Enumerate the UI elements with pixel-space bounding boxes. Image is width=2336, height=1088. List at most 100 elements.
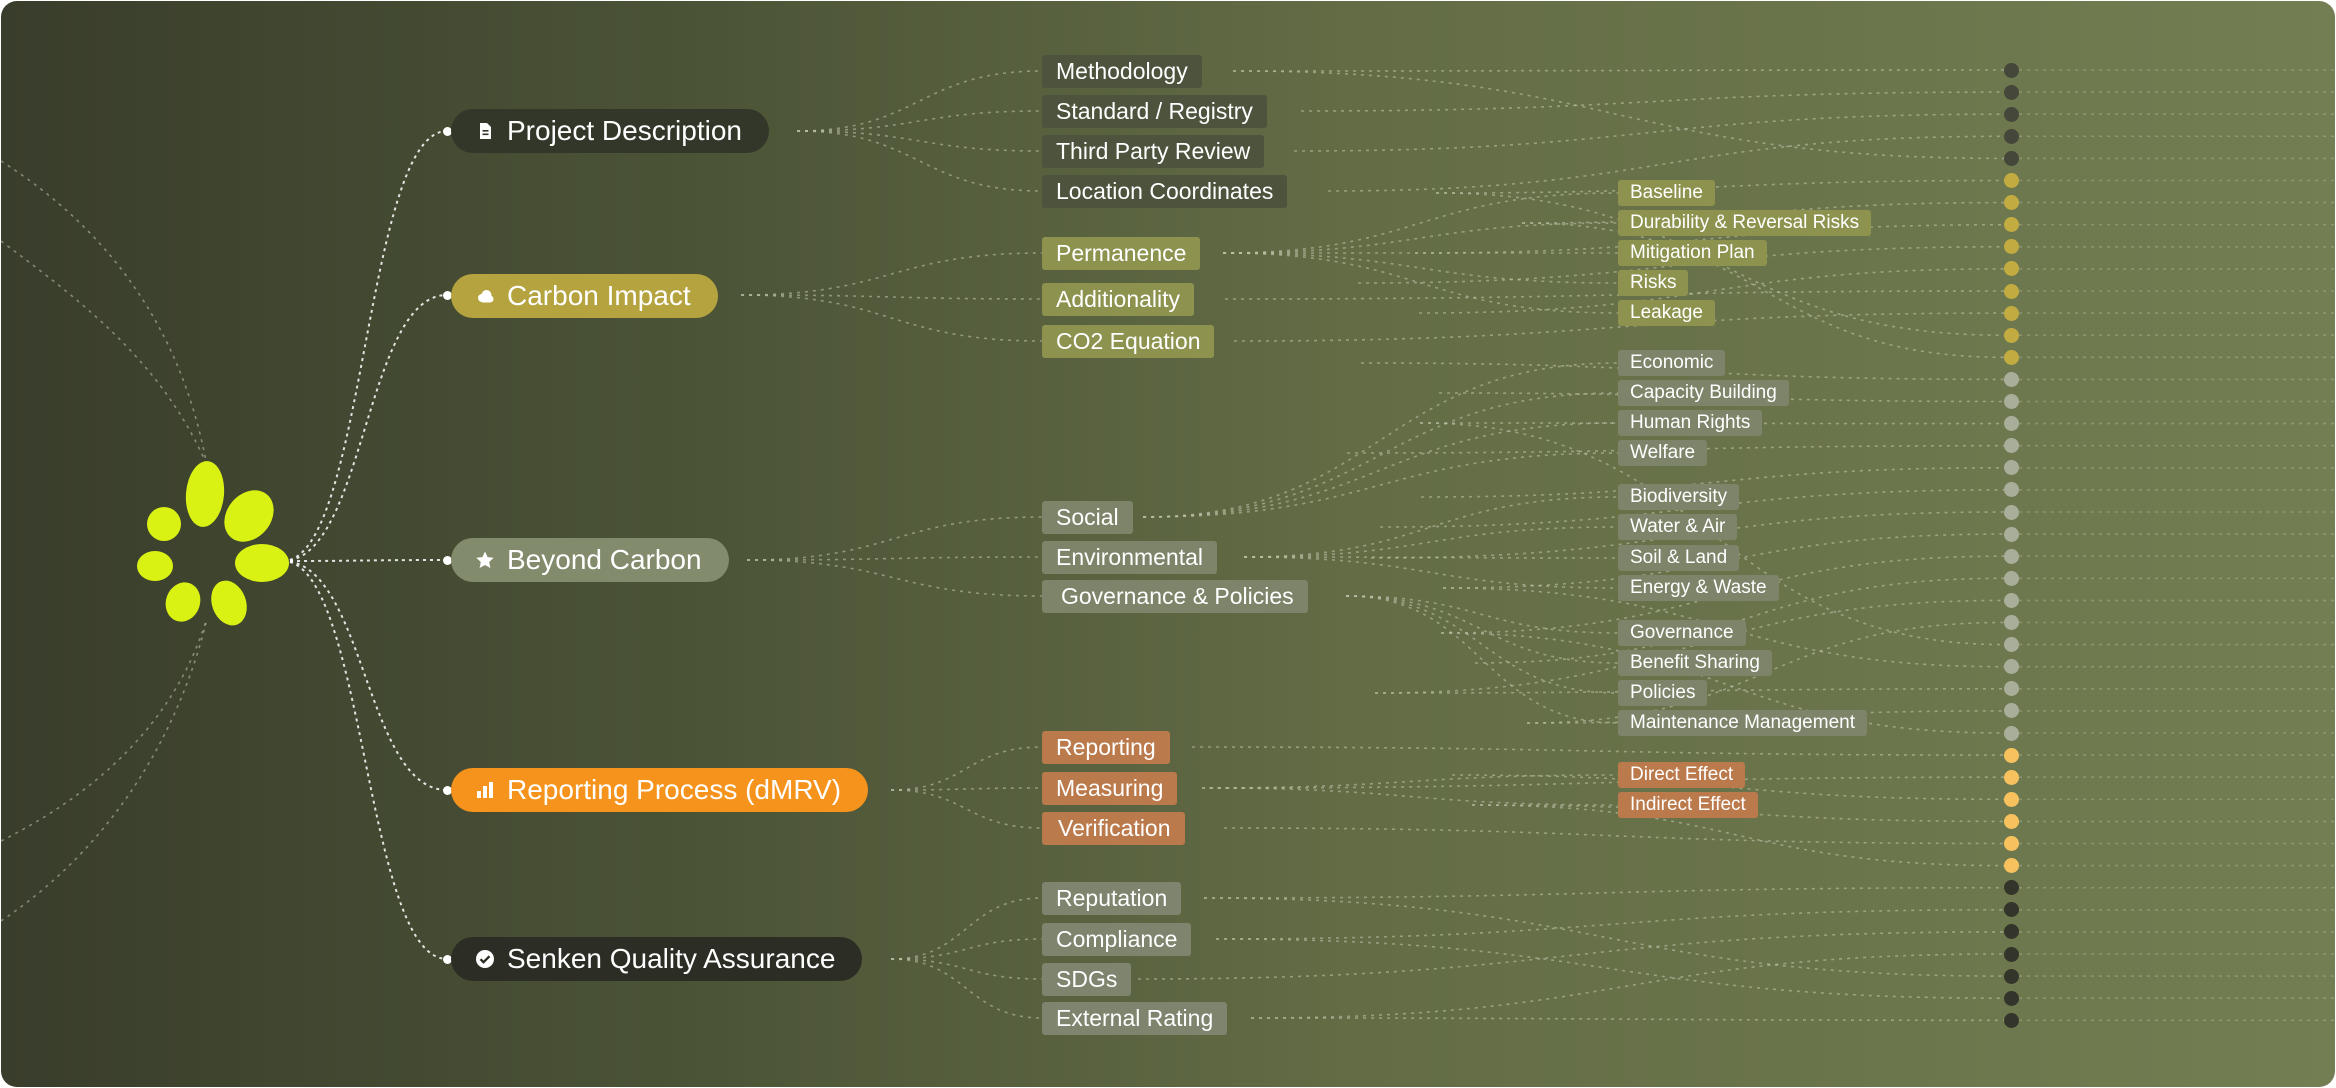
sub-item-methodology[interactable]: Methodology xyxy=(1042,55,1202,88)
end-dot xyxy=(2004,128,2019,144)
end-dot xyxy=(2004,1012,2019,1028)
leaf-item-durability-reversal-risks[interactable]: Durability & Reversal Risks xyxy=(1618,210,1872,236)
connector-line xyxy=(796,110,1043,132)
connector-line xyxy=(282,560,448,960)
sub-item-third-party-review[interactable]: Third Party Review xyxy=(1042,135,1265,168)
leaf-item-biodiversity[interactable]: Biodiversity xyxy=(1618,484,1740,510)
end-dot xyxy=(2004,968,2019,984)
leaf-item-governance[interactable]: Governance xyxy=(1618,620,1746,646)
connector-line xyxy=(1232,70,2005,160)
node-dot xyxy=(443,955,452,964)
sub-item-reputation[interactable]: Reputation xyxy=(1042,882,1182,915)
end-dot xyxy=(2004,84,2019,100)
category-carbon-impact[interactable]: Carbon Impact xyxy=(451,274,718,318)
sub-item-location-coordinates[interactable]: Location Coordinates xyxy=(1042,175,1288,208)
sub-item-social[interactable]: Social xyxy=(1042,501,1133,534)
end-dot xyxy=(2004,239,2019,255)
connector-line xyxy=(282,559,448,562)
sub-item-compliance[interactable]: Compliance xyxy=(1042,923,1192,956)
connector-line xyxy=(1233,312,2005,342)
leaf-item-economic[interactable]: Economic xyxy=(1618,350,1726,376)
leaf-item-human-rights[interactable]: Human Rights xyxy=(1618,410,1763,436)
category-senken-quality-assurance[interactable]: Senken Quality Assurance xyxy=(451,937,863,981)
leaf-item-baseline[interactable]: Baseline xyxy=(1618,180,1715,206)
connector-line xyxy=(1224,290,2005,300)
leaf-item-mitigation-plan[interactable]: Mitigation Plan xyxy=(1618,240,1767,266)
end-dot xyxy=(2004,150,2019,166)
end-dot xyxy=(2004,371,2019,387)
connector-line xyxy=(1474,577,2005,664)
sub-item-additionality[interactable]: Additionality xyxy=(1042,283,1195,316)
end-dot xyxy=(2004,880,2019,896)
connector-line xyxy=(740,294,1043,300)
end-dot xyxy=(2004,526,2019,542)
sub-item-verification[interactable]: Verification xyxy=(1042,812,1185,845)
connector-line xyxy=(1300,91,2005,112)
sub-item-permanence[interactable]: Permanence xyxy=(1042,237,1201,270)
end-dot xyxy=(2004,173,2019,188)
end-dot xyxy=(2004,482,2019,498)
connector-line xyxy=(1142,452,1619,518)
sub-item-reporting[interactable]: Reporting xyxy=(1042,731,1170,764)
end-dot xyxy=(2004,813,2019,829)
connector-line xyxy=(1222,192,1619,254)
leaf-item-direct-effect[interactable]: Direct Effect xyxy=(1618,762,1746,788)
connector-line xyxy=(1201,787,1619,806)
connector-line xyxy=(796,70,1043,132)
connector-line xyxy=(1222,252,1619,284)
connector-line xyxy=(1137,931,2005,980)
leaf-item-capacity-building[interactable]: Capacity Building xyxy=(1618,380,1789,406)
category-label: Reporting Process (dMRV) xyxy=(507,774,842,805)
connector-line xyxy=(1345,595,1619,694)
sub-item-co2-equation[interactable]: CO2 Equation xyxy=(1042,325,1215,358)
check-circle-icon xyxy=(475,949,495,969)
category-label: Senken Quality Assurance xyxy=(507,943,836,974)
end-dot xyxy=(2004,946,2019,962)
connector-line xyxy=(890,958,1043,980)
connector-line xyxy=(1345,595,1619,664)
sub-item-measuring[interactable]: Measuring xyxy=(1042,772,1178,805)
connector-line xyxy=(796,130,1043,152)
connector-line xyxy=(1203,897,2005,977)
sub-item-governance-policies[interactable]: Governance & Policies xyxy=(1042,580,1308,613)
end-dot xyxy=(2004,460,2019,476)
connector-line xyxy=(1420,467,2005,498)
leaf-item-risks[interactable]: Risks xyxy=(1618,270,1689,296)
leaf-item-leakage[interactable]: Leakage xyxy=(1618,300,1715,326)
end-dot xyxy=(2004,747,2019,763)
senken-logo-icon xyxy=(137,461,289,626)
connector-line xyxy=(1,160,207,462)
connector-line xyxy=(1419,422,2005,425)
connector-line xyxy=(746,556,1043,561)
connector-line xyxy=(1,240,207,464)
connector-line xyxy=(796,130,1043,192)
leaf-item-energy-waste[interactable]: Energy & Waste xyxy=(1618,575,1779,601)
end-dot xyxy=(2004,836,2019,851)
connector-line xyxy=(1243,526,1619,558)
end-dot xyxy=(2004,791,2019,807)
bar-chart-icon xyxy=(475,780,495,800)
category-beyond-carbon[interactable]: Beyond Carbon xyxy=(451,538,729,582)
sub-item-external-rating[interactable]: External Rating xyxy=(1042,1002,1228,1035)
end-dot xyxy=(2004,394,2019,409)
sub-item-standard-registry[interactable]: Standard / Registry xyxy=(1042,95,1267,128)
sub-item-environmental[interactable]: Environmental xyxy=(1042,541,1218,574)
connector-line xyxy=(1327,135,2005,192)
end-dot xyxy=(2004,990,2019,1006)
leaf-item-maintenance-management[interactable]: Maintenance Management xyxy=(1618,710,1867,736)
leaf-item-benefit-sharing[interactable]: Benefit Sharing xyxy=(1618,650,1772,676)
leaf-item-soil-land[interactable]: Soil & Land xyxy=(1618,545,1740,571)
leaf-item-welfare[interactable]: Welfare xyxy=(1618,440,1708,466)
end-dot xyxy=(2004,327,2019,343)
leaf-item-water-air[interactable]: Water & Air xyxy=(1618,514,1738,540)
category-project-description[interactable]: Project Description xyxy=(451,109,769,153)
sub-item-sdgs[interactable]: SDGs xyxy=(1042,963,1132,996)
end-dot xyxy=(2004,305,2019,321)
category-reporting-process[interactable]: Reporting Process (dMRV) xyxy=(451,768,869,812)
connector-line xyxy=(1243,496,1619,558)
connector-line xyxy=(1293,113,2005,152)
leaf-item-policies[interactable]: Policies xyxy=(1618,680,1708,706)
leaf-item-indirect-effect[interactable]: Indirect Effect xyxy=(1618,792,1758,818)
document-icon xyxy=(475,121,495,141)
connector-line xyxy=(1419,422,2005,646)
